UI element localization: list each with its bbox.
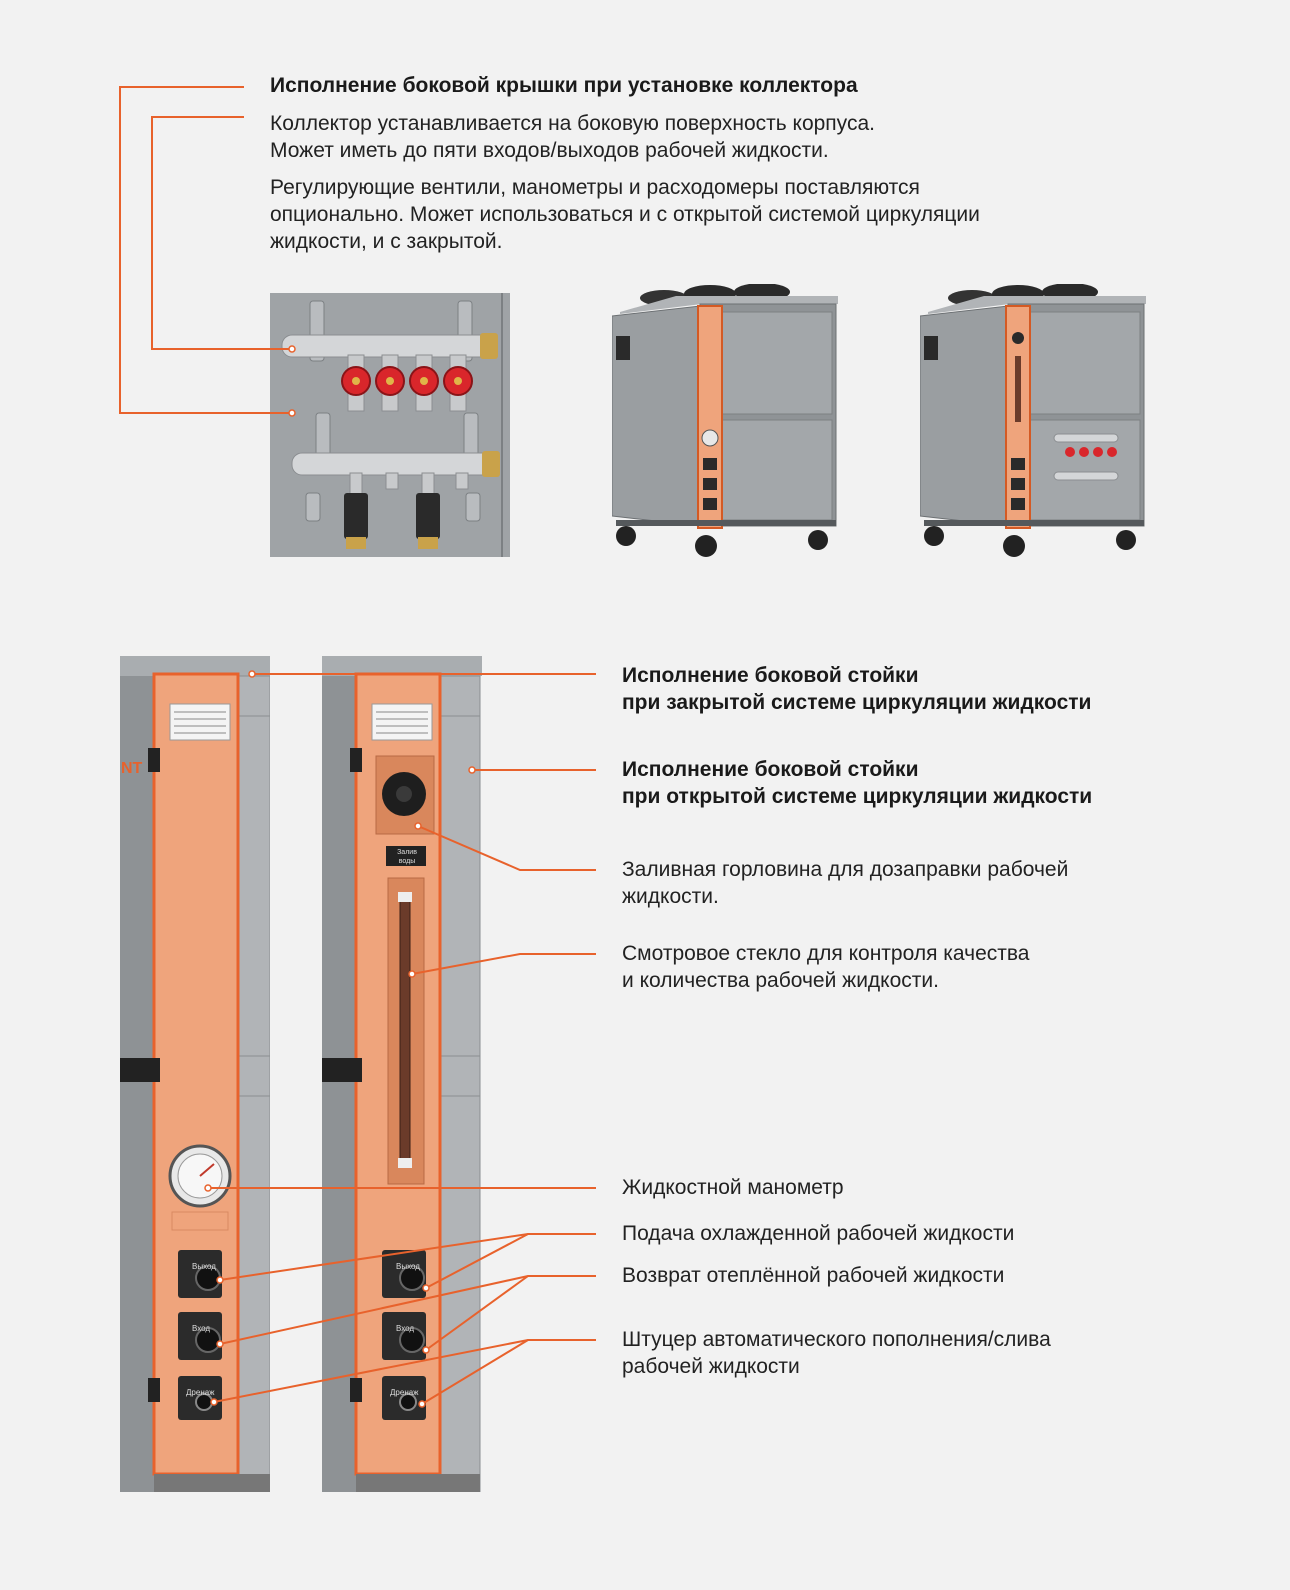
closed-rack-heading-line-1: Исполнение боковой стойки (622, 664, 919, 687)
fitting-caption: Штуцер автоматического пополнения/слива … (622, 1326, 1051, 1380)
filler-caption: Заливная горловина для дозаправки рабоче… (622, 856, 1068, 910)
leader-dot-return (216, 1340, 224, 1348)
rack-closed-drain-label: Дренаж (186, 1388, 215, 1397)
leader-fitting-b (421, 1339, 529, 1405)
filler-caption-line-1: Заливная горловина для дозаправки рабоче… (622, 858, 1069, 881)
leader-dot-fitting (210, 1398, 218, 1406)
leader-dot-glass (408, 970, 416, 978)
open-rack-heading-line-2: при открытой системе циркуляции жидкости (622, 785, 1093, 808)
leader-fitting (213, 1339, 596, 1403)
leader-filler (417, 825, 596, 871)
collector-paragraph-2-line-3: жидкости, и с закрытой. (270, 230, 503, 253)
rack-open-drain-label: Дренаж (390, 1388, 419, 1397)
glass-caption-line-1: Смотровое стекло для контроля качества (622, 942, 1030, 965)
leader-dot-manometer (204, 1184, 212, 1192)
leader-glass (411, 953, 596, 975)
leader-dot-closed-rack (248, 670, 256, 678)
collector-paragraph-1-line-1: Коллектор устанавливается на боковую пов… (270, 112, 875, 135)
leader-dot-filler (414, 822, 422, 830)
rack-closed-entry-label: Вход (192, 1324, 211, 1333)
glass-caption: Смотровое стекло для контроля качества и… (622, 940, 1030, 994)
leader-top-inner (151, 116, 292, 350)
glass-caption-line-2: и количества рабочей жидкости. (622, 969, 939, 992)
rack-open-fill-label: Залив воды (397, 849, 417, 865)
rack-closed-logo-fragment: NT (121, 760, 143, 777)
collector-paragraph-2: Регулирующие вентили, манометры и расход… (270, 174, 980, 255)
rack-open-exit-label: Выход (396, 1262, 420, 1271)
rack-open-entry-label: Вход (396, 1324, 415, 1333)
collector-photo (270, 293, 510, 557)
leader-dot-supply-b (422, 1284, 430, 1292)
collector-paragraph-2-line-1: Регулирующие вентили, манометры и расход… (270, 176, 920, 199)
return-caption: Возврат отеплённой рабочей жидкости (622, 1264, 1005, 1287)
leader-dot-top-outer (288, 409, 296, 417)
chiller-open-photo (920, 284, 1146, 557)
supply-caption: Подача охлажденной рабочей жидкости (622, 1222, 1015, 1245)
leader-top-outer (119, 86, 292, 414)
leader-return-b (425, 1275, 529, 1351)
open-rack-heading: Исполнение боковой стойки при открытой с… (622, 756, 1092, 810)
fitting-caption-line-2: рабочей жидкости (622, 1355, 800, 1378)
leader-dot-fitting-b (418, 1400, 426, 1408)
collector-paragraph-1-line-2: Может иметь до пяти входов/выходов рабоч… (270, 139, 829, 162)
rack-closed-photo (120, 656, 270, 1492)
leader-supply (219, 1233, 596, 1281)
filler-caption-line-2: жидкости. (622, 885, 719, 908)
chiller-closed-photo (612, 284, 838, 557)
rack-closed-exit-label: Выход (192, 1262, 216, 1271)
open-rack-heading-line-1: Исполнение боковой стойки (622, 758, 919, 781)
closed-rack-heading: Исполнение боковой стойки при закрытой с… (622, 662, 1091, 716)
manometer-caption: Жидкостной манометр (622, 1176, 844, 1199)
leader-dot-supply (216, 1276, 224, 1284)
leader-dot-return-b (422, 1346, 430, 1354)
leader-supply-b (425, 1233, 529, 1289)
leader-dot-top-inner (288, 345, 296, 353)
collector-paragraph-1: Коллектор устанавливается на боковую пов… (270, 110, 875, 164)
fitting-caption-line-1: Штуцер автоматического пополнения/слива (622, 1328, 1051, 1351)
leader-return (219, 1275, 596, 1345)
collector-paragraph-2-line-2: опционально. Может использоваться и с от… (270, 203, 980, 226)
collector-cover-heading: Исполнение боковой крышки при установке … (270, 74, 858, 97)
closed-rack-heading-line-2: при закрытой системе циркуляции жидкости (622, 691, 1092, 714)
leader-dot-open-rack (468, 766, 476, 774)
